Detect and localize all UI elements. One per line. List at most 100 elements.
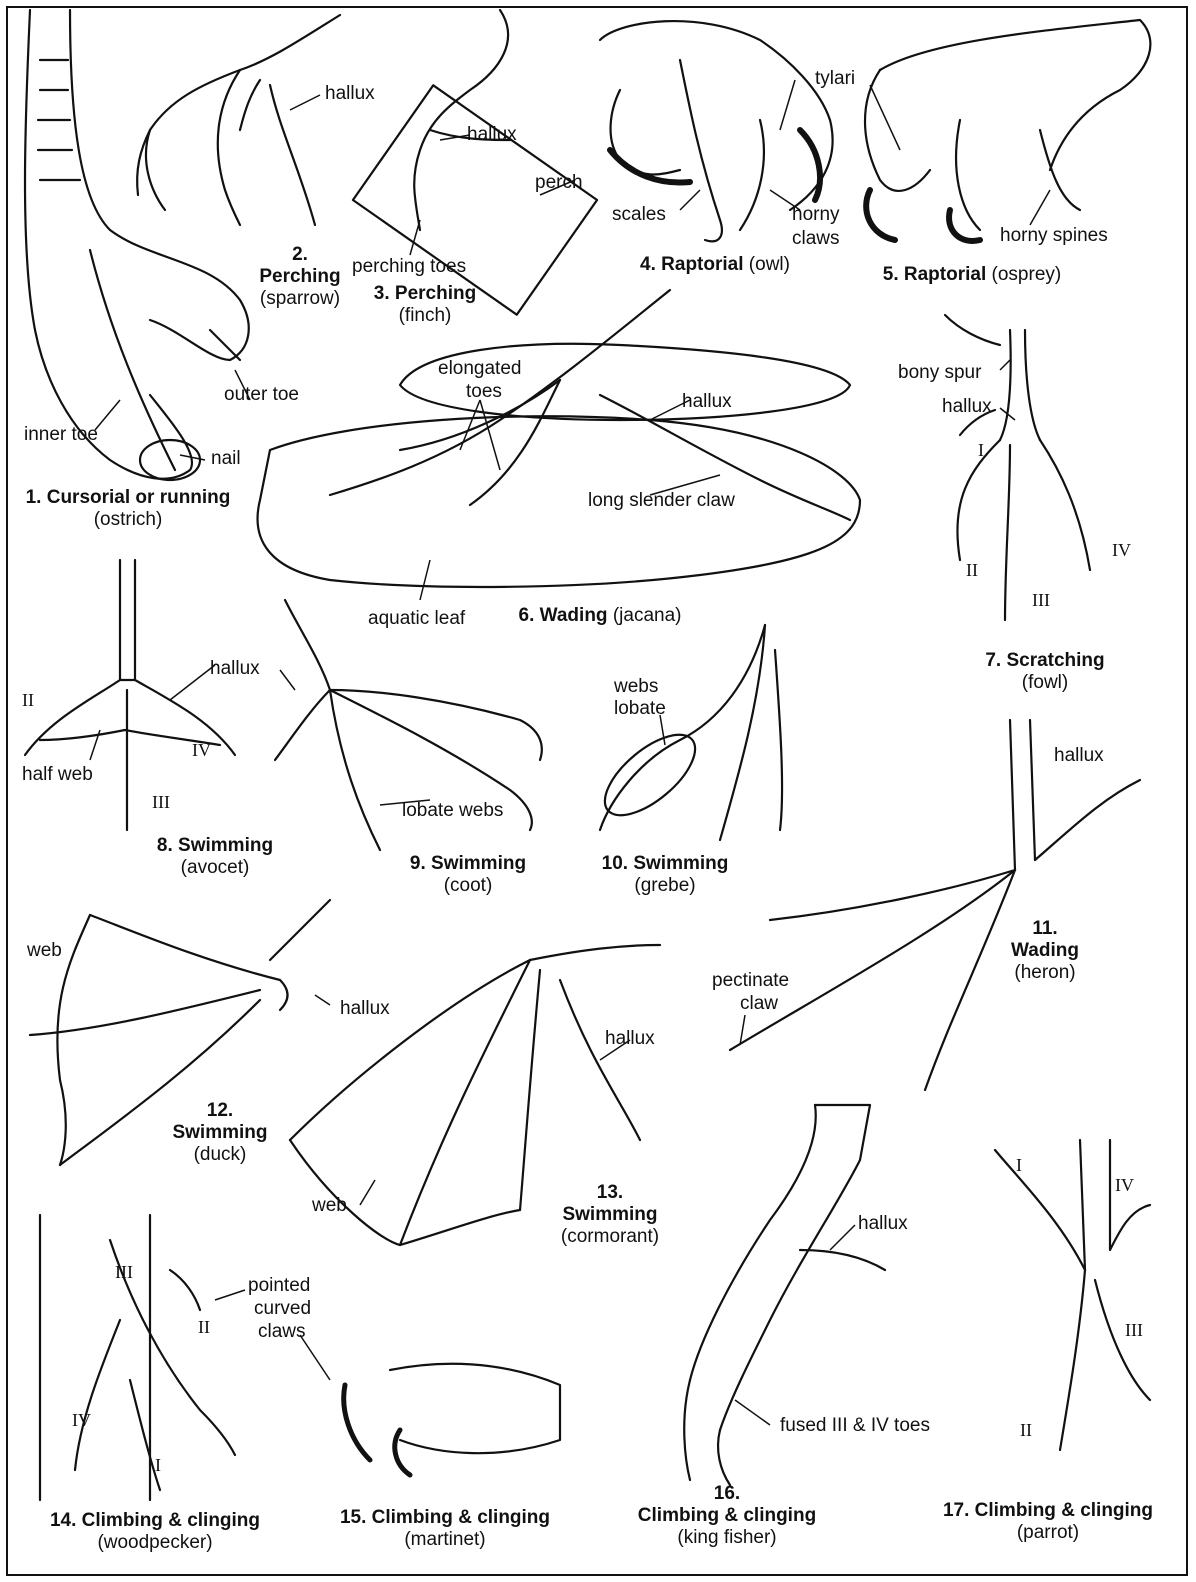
caption-9-subtitle: (coot) — [388, 875, 548, 897]
caption-12-title: Swimming — [160, 1122, 280, 1144]
label-hallux-duck: hallux — [340, 998, 390, 1020]
label-hallux-kingfisher: hallux — [858, 1213, 908, 1235]
label-bony-spur: bony spur — [898, 362, 981, 384]
avocet-foot-drawing — [25, 560, 235, 830]
label-pointed-curved-claws-1: pointed — [248, 1275, 310, 1297]
label-pointed-curved-claws-2: curved — [254, 1298, 311, 1320]
label-webs: webs — [614, 676, 658, 698]
label-hallux-sparrow: hallux — [325, 83, 375, 105]
roman-II-woodpecker: II — [198, 1317, 210, 1338]
caption-5-subtitle: (osprey) — [992, 264, 1062, 285]
label-long-slender-claw: long slender claw — [588, 490, 735, 512]
roman-I-fowl: I — [978, 440, 984, 461]
caption-8-subtitle: (avocet) — [140, 857, 290, 879]
caption-15: 15. Climbing & clinging (martinet) — [320, 1507, 570, 1551]
caption-2-number: 2. — [240, 244, 360, 266]
caption-6: 6. Wading (jacana) — [500, 605, 700, 627]
label-pectinate-claw-1: pectinate — [712, 970, 789, 992]
heron-foot-drawing — [730, 720, 1140, 1090]
label-fused-toes: fused III & IV toes — [780, 1415, 930, 1437]
caption-11: 11. Wading (heron) — [995, 918, 1095, 984]
caption-6-title: 6. Wading — [519, 605, 608, 626]
roman-IV-parrot: IV — [1115, 1175, 1134, 1196]
caption-5: 5. Raptorial (osprey) — [862, 264, 1082, 286]
label-half-web: half web — [22, 764, 93, 786]
caption-15-title: 15. Climbing & clinging — [320, 1507, 570, 1529]
caption-9-title: 9. Swimming — [388, 853, 548, 875]
caption-17-subtitle: (parrot) — [918, 1522, 1178, 1544]
caption-10: 10. Swimming (grebe) — [580, 853, 750, 897]
label-perching-toes: perching toes — [352, 256, 466, 278]
caption-4-subtitle: (owl) — [749, 254, 790, 275]
label-tylari: tylari — [815, 68, 855, 90]
caption-4-title: 4. Raptorial — [640, 254, 743, 275]
caption-1-subtitle: (ostrich) — [8, 509, 248, 531]
caption-17-title: 17. Climbing & clinging — [918, 1500, 1178, 1522]
label-hallux-fowl: hallux — [942, 396, 992, 418]
caption-8-title: 8. Swimming — [140, 835, 290, 857]
caption-2-subtitle: (sparrow) — [240, 288, 360, 310]
roman-III-avocet: III — [152, 792, 170, 813]
caption-14: 14. Climbing & clinging (woodpecker) — [30, 1510, 280, 1554]
caption-14-subtitle: (woodpecker) — [30, 1532, 280, 1554]
caption-10-subtitle: (grebe) — [580, 875, 750, 897]
label-hallux-jacana: hallux — [682, 391, 732, 413]
roman-IV-avocet: IV — [192, 740, 211, 761]
label-web-cormorant: web — [312, 1195, 347, 1217]
caption-13: 13. Swimming (cormorant) — [545, 1182, 675, 1248]
sparrow-foot-drawing — [137, 15, 340, 225]
roman-IV-fowl: IV — [1112, 540, 1131, 561]
caption-13-subtitle: (cormorant) — [545, 1226, 675, 1248]
label-perch: perch — [535, 172, 583, 194]
label-elongated-toes-1: elongated — [438, 358, 521, 380]
caption-11-subtitle: (heron) — [995, 962, 1095, 984]
roman-I-woodpecker: I — [155, 1455, 161, 1476]
caption-13-title: Swimming — [545, 1204, 675, 1226]
roman-II-fowl: II — [966, 560, 978, 581]
roman-II-avocet: II — [22, 690, 34, 711]
caption-12-number: 12. — [160, 1100, 280, 1122]
martinet-foot-drawing — [344, 1364, 560, 1475]
label-pointed-curved-claws-3: claws — [258, 1321, 306, 1343]
caption-15-subtitle: (martinet) — [320, 1529, 570, 1551]
label-nail: nail — [211, 448, 241, 470]
roman-III-parrot: III — [1125, 1320, 1143, 1341]
caption-11-title: Wading — [995, 940, 1095, 962]
caption-16-subtitle: (king fisher) — [612, 1527, 842, 1549]
woodpecker-foot-drawing — [40, 1215, 235, 1500]
label-horny-claws-1: horny — [792, 204, 840, 226]
caption-9: 9. Swimming (coot) — [388, 853, 548, 897]
label-outer-toe: outer toe — [224, 384, 299, 406]
label-horny-claws-2: claws — [792, 228, 840, 250]
caption-2: 2. Perching (sparrow) — [240, 244, 360, 310]
label-aquatic-leaf: aquatic leaf — [368, 608, 465, 630]
caption-7-subtitle: (fowl) — [970, 672, 1120, 694]
caption-8: 8. Swimming (avocet) — [140, 835, 290, 879]
caption-12: 12. Swimming (duck) — [160, 1100, 280, 1166]
caption-1-title: 1. Cursorial or running — [8, 487, 248, 509]
caption-7-title: 7. Scratching — [970, 650, 1120, 672]
caption-16-title: Climbing & clinging — [612, 1505, 842, 1527]
label-hallux-heron: hallux — [1054, 745, 1104, 767]
roman-IV-woodpecker: IV — [72, 1410, 91, 1431]
roman-III-fowl: III — [1032, 590, 1050, 611]
label-lobate-webs: lobate webs — [402, 800, 503, 822]
label-scales: scales — [612, 204, 666, 226]
label-hallux-cormorant: hallux — [605, 1028, 655, 1050]
roman-III-woodpecker: III — [115, 1262, 133, 1283]
roman-II-parrot: II — [1020, 1420, 1032, 1441]
label-inner-toe: inner toe — [24, 424, 98, 446]
caption-12-subtitle: (duck) — [160, 1144, 280, 1166]
roman-I-parrot: I — [1016, 1155, 1022, 1176]
label-web-duck: web — [27, 940, 62, 962]
label-elongated-toes-2: toes — [466, 381, 502, 403]
label-hallux-finch: hallux — [467, 124, 517, 146]
caption-3-title: 3. Perching — [360, 283, 490, 305]
label-hallux-avocet: hallux — [210, 658, 260, 680]
label-pectinate-claw-2: claw — [740, 993, 778, 1015]
caption-2-title: Perching — [240, 266, 360, 288]
grebe-foot-drawing — [592, 625, 782, 840]
caption-14-title: 14. Climbing & clinging — [30, 1510, 280, 1532]
caption-4: 4. Raptorial (owl) — [615, 254, 815, 276]
caption-10-title: 10. Swimming — [580, 853, 750, 875]
